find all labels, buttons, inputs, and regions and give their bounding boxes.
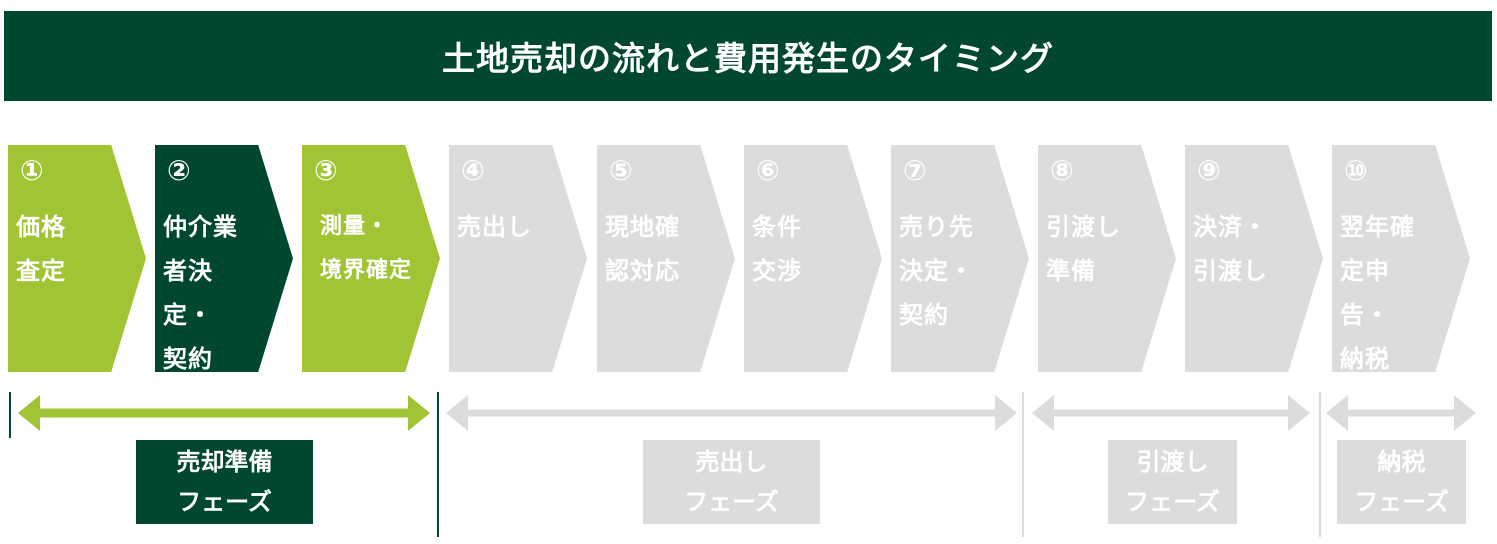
phase-label-3: 引渡し フェーズ [1108, 440, 1237, 524]
phase-arrow-1 [18, 395, 430, 431]
step-label: 翌年確 定申告・ 納税 [1340, 213, 1415, 373]
step-number: ⑤ [609, 154, 633, 187]
phase-arrow-2 [446, 395, 1017, 431]
step-number: ⑨ [1197, 154, 1221, 187]
arrow-head-left [446, 395, 468, 431]
arrow-head-left [1032, 395, 1054, 431]
step-label: 条件 交渉 [752, 213, 802, 285]
arrow-head-right [1454, 395, 1476, 431]
step-number: ⑩ [1344, 154, 1368, 187]
step-number: ① [20, 154, 44, 187]
step-number: ④ [461, 154, 485, 187]
phase-label-2: 売出し フェーズ [643, 440, 820, 524]
step-label: 仲介業 者決定・ 契約 [163, 213, 238, 373]
arrow-head-left [18, 395, 40, 431]
step-label: 価格 査定 [16, 213, 66, 285]
step-label: 売出し [457, 213, 532, 241]
step-number: ⑦ [903, 154, 927, 187]
phase-arrow-3 [1032, 395, 1310, 431]
arrow-head-right [995, 395, 1017, 431]
arrow-head-left [1326, 395, 1348, 431]
phase-label-4: 納税 フェーズ [1337, 440, 1466, 524]
step-number: ⑧ [1050, 154, 1074, 187]
diagram-title: 土地売却の流れと費用発生のタイミング [4, 11, 1492, 101]
step-number: ② [167, 154, 191, 187]
phase-arrow-4 [1326, 395, 1476, 431]
arrow-head-right [1288, 395, 1310, 431]
step-label: 売り先 決定・ 契約 [899, 213, 974, 329]
step-number: ③ [314, 154, 338, 187]
step-number: ⑥ [756, 154, 780, 187]
step-label: 測量・ 境界確定 [320, 214, 413, 283]
step-label: 現地確 認対応 [605, 213, 680, 285]
step-label: 決済・ 引渡し [1193, 213, 1268, 285]
arrow-head-right [408, 395, 430, 431]
step-label: 引渡し 準備 [1046, 213, 1121, 285]
phase-label-1: 売却準備 フェーズ [136, 440, 313, 524]
